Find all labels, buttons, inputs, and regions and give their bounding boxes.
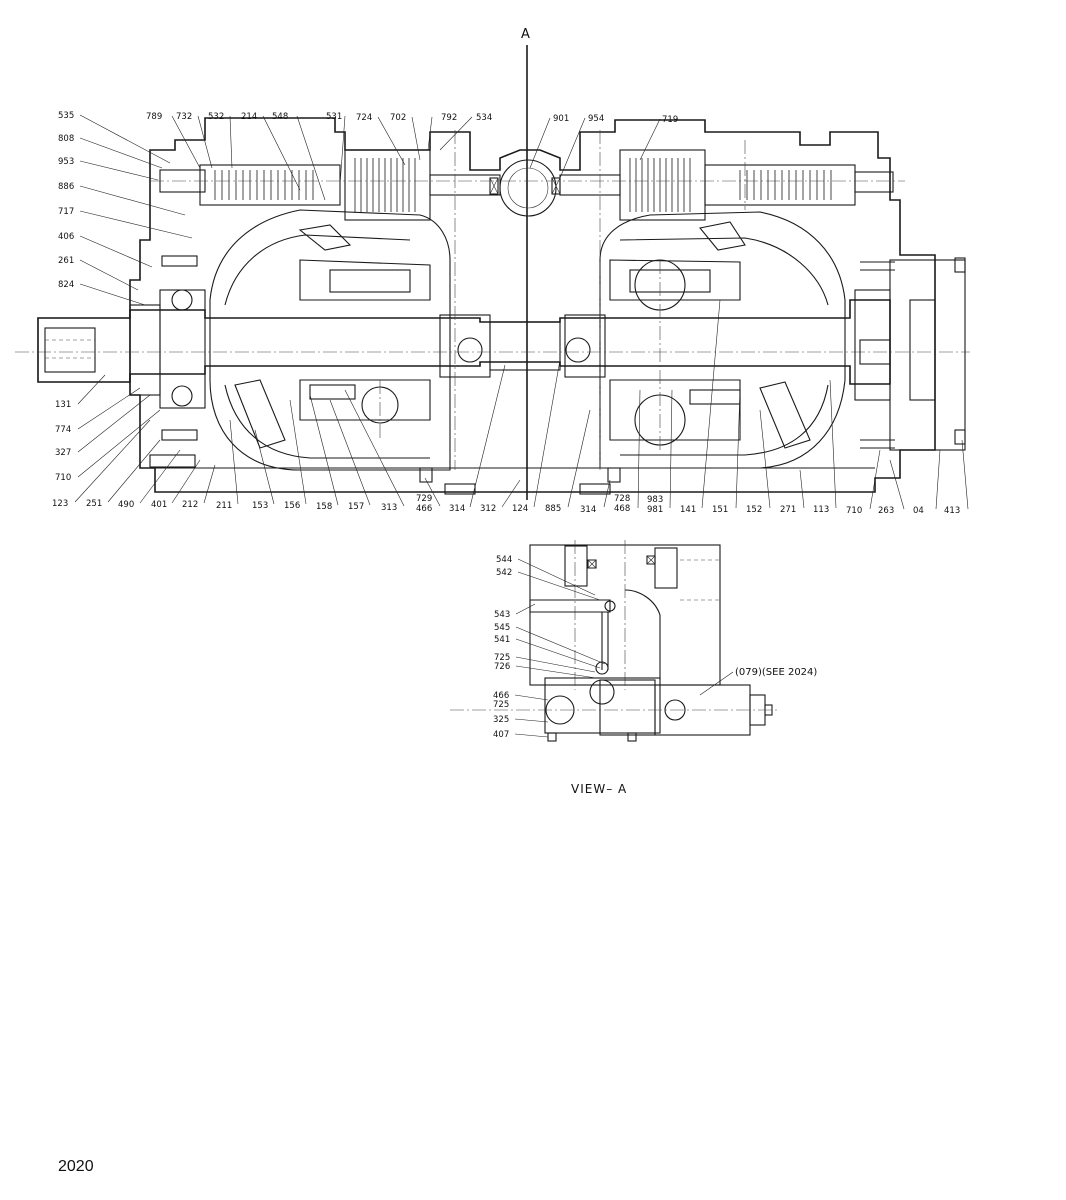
part-label: 124: [512, 504, 528, 514]
part-label: 717: [58, 207, 74, 217]
part-label: 725: [494, 653, 510, 663]
part-label: 327: [55, 448, 71, 458]
part-label: 531: [326, 112, 342, 122]
part-label: 954: [588, 114, 604, 124]
part-label: 212: [182, 500, 198, 510]
part-label: 314: [580, 505, 596, 515]
part-label: 123: [52, 499, 68, 509]
part-label: 113: [813, 505, 829, 515]
part-label: 466: [493, 691, 509, 701]
top-labels: 789 732 532 214 548 531 724 702 792 534 …: [146, 112, 678, 201]
part-label: 157: [348, 502, 364, 512]
part-label: 156: [284, 501, 300, 511]
part-label: 789: [146, 112, 162, 122]
part-label: 981: [647, 505, 663, 515]
part-label: 548: [272, 112, 288, 122]
part-label: 535: [58, 111, 74, 121]
part-label: 151: [712, 505, 728, 515]
part-label: 728: [614, 494, 630, 504]
part-label: 407: [493, 730, 509, 740]
view-title: VIEW– A: [571, 782, 627, 796]
part-label: 141: [680, 505, 696, 515]
view-a-detail: 544 542 543 545 541 725 726 466 725 325 …: [450, 540, 817, 796]
part-label: 544: [496, 555, 512, 565]
part-label: 726: [494, 662, 510, 672]
part-label: 152: [746, 505, 762, 515]
part-label: 534: [476, 113, 492, 123]
part-label: 153: [252, 501, 268, 511]
part-label: 729: [416, 494, 432, 504]
part-label: 710: [55, 473, 71, 483]
part-label: 808: [58, 134, 74, 144]
part-label: 792: [441, 113, 457, 123]
part-label: 312: [480, 504, 496, 514]
part-label: 901: [553, 114, 569, 124]
part-label: 214: [241, 112, 257, 122]
part-label: 314: [449, 504, 465, 514]
part-label: 313: [381, 503, 397, 513]
gear-teeth-left: [214, 158, 416, 212]
left-labels: 535 808 953 886 717 406 261 824 131 774 …: [55, 111, 193, 483]
part-label: 732: [176, 112, 192, 122]
part-label: 774: [55, 425, 71, 435]
part-label: 131: [55, 400, 71, 410]
part-label: 490: [118, 500, 134, 510]
part-label: 710: [846, 506, 862, 516]
part-label: 04: [913, 506, 924, 516]
part-label: 325: [493, 715, 509, 725]
reference-note: (079)(SEE 2024): [735, 667, 817, 678]
section-marker-label: A: [521, 27, 530, 42]
part-label: 545: [494, 623, 510, 633]
part-label: 543: [494, 610, 510, 620]
part-label: 211: [216, 501, 232, 511]
part-label: 406: [58, 232, 74, 242]
part-label: 271: [780, 505, 796, 515]
part-label: 158: [316, 502, 332, 512]
gear-teeth-right: [629, 158, 832, 212]
part-label: 824: [58, 280, 74, 290]
part-label: 413: [944, 506, 960, 516]
part-label: 953: [58, 157, 74, 167]
part-label: 885: [545, 504, 561, 514]
part-label: 532: [208, 112, 224, 122]
part-label: 983: [647, 495, 663, 505]
main-section-view: 535 808 953 886 717 406 261 824 131 774 …: [15, 111, 970, 516]
part-label: 466: [416, 504, 432, 514]
section-marker: A: [521, 27, 530, 500]
part-label: 724: [356, 113, 372, 123]
part-label: 719: [662, 115, 678, 125]
part-label: 468: [614, 504, 630, 514]
part-label: 542: [496, 568, 512, 578]
sheet-number: 2020: [58, 1158, 94, 1175]
part-label: 251: [86, 499, 102, 509]
part-label: 702: [390, 113, 406, 123]
part-label: 725: [493, 700, 509, 710]
bottom-labels: 123 251 490 401 212 211 153 156 158 157 …: [52, 299, 969, 516]
part-label: 261: [58, 256, 74, 266]
part-label: 886: [58, 182, 74, 192]
part-label: 401: [151, 500, 167, 510]
part-label: 541: [494, 635, 510, 645]
part-label: 263: [878, 506, 894, 516]
